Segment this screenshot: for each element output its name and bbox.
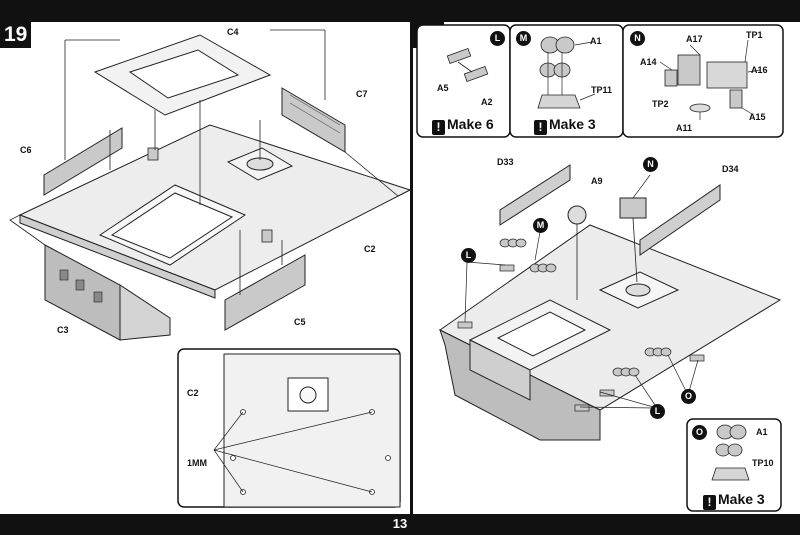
detail-hole-size: 1MM	[187, 458, 207, 468]
subassembly-n-parts	[664, 54, 748, 113]
make-6-text: Make 6	[447, 116, 494, 132]
part-c2-hatch-inner	[110, 192, 234, 259]
marker-n-box: N	[630, 31, 645, 46]
label-c7: C7	[356, 89, 368, 99]
label-tp11: TP11	[591, 85, 613, 95]
label-a14: A14	[640, 57, 657, 67]
marker-l-box: L	[490, 31, 505, 46]
radome-a9	[567, 205, 587, 225]
rail-d33	[499, 164, 571, 226]
launcher-n	[619, 197, 647, 219]
part-c6-panel	[43, 127, 123, 196]
label-c3: C3	[57, 325, 69, 335]
label-d34: D34	[722, 164, 739, 174]
label-c4: C4	[227, 27, 239, 37]
label-tp10: TP10	[752, 458, 774, 468]
label-a15: A15	[749, 112, 766, 122]
barrel-clusters	[457, 238, 705, 412]
step-19-guide-lines	[9, 29, 411, 295]
page-number: 13	[392, 516, 408, 531]
detail-pointer-lines	[213, 411, 373, 493]
label-c5: C5	[294, 317, 306, 327]
hull-mount-ring	[625, 283, 651, 297]
label-d33: D33	[497, 157, 514, 167]
hull-superstructure-side	[469, 339, 531, 401]
marker-m-main: M	[533, 218, 548, 233]
marker-o-box: O	[692, 425, 707, 440]
label-c6: C6	[20, 145, 32, 155]
subassembly-l-parts	[446, 47, 489, 83]
rail-d34	[639, 184, 721, 256]
detail-label-c2: C2	[187, 388, 199, 398]
label-tp1: TP1	[746, 30, 763, 40]
make-3-text-o: Make 3	[718, 491, 765, 507]
top-bar	[0, 0, 800, 22]
part-c5-panel	[224, 254, 306, 331]
label-a11: A11	[676, 123, 693, 133]
make-6-note: !Make 6	[432, 116, 494, 135]
label-tp2: TP2	[652, 99, 669, 109]
bottom-bar	[0, 514, 800, 535]
make-3-text-m: Make 3	[549, 116, 596, 132]
label-a2: A2	[481, 97, 493, 107]
label-a9: A9	[591, 176, 603, 186]
step-19-number: 19	[0, 22, 32, 48]
label-a1-m: A1	[590, 36, 602, 46]
part-c4-opening	[128, 49, 240, 99]
subassembly-m-barrels	[537, 36, 581, 109]
make-3-note-o: !Make 3	[703, 491, 765, 510]
label-a17: A17	[686, 34, 703, 44]
part-c2-deck-edge	[19, 214, 216, 299]
label-a16: A16	[751, 65, 768, 75]
page-divider	[410, 22, 413, 514]
make-3-note-m: !Make 3	[534, 116, 596, 135]
marker-o-main: O	[681, 389, 696, 404]
marker-l-1: L	[461, 248, 476, 263]
subassembly-o-box	[686, 418, 782, 512]
subassembly-o-parts	[711, 424, 750, 481]
marker-m-box: M	[516, 31, 531, 46]
label-a1-o: A1	[756, 427, 768, 437]
hull-hatch	[496, 311, 587, 357]
marker-n-main: N	[643, 157, 658, 172]
marker-l-2: L	[650, 404, 665, 419]
label-a5: A5	[437, 83, 449, 93]
part-c3-hull-end	[119, 284, 171, 341]
label-c2: C2	[364, 244, 376, 254]
